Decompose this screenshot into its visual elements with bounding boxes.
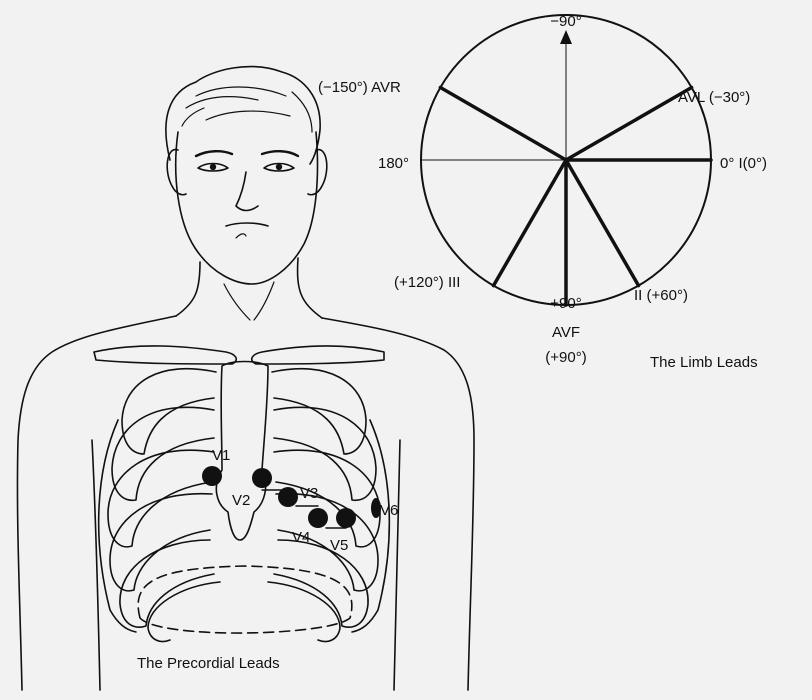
arrow-up-icon: [560, 30, 572, 44]
electrode-v4-dot: [308, 508, 328, 528]
arm-line-left: [92, 440, 100, 690]
rib-left-1: [122, 369, 216, 454]
lead-label-ii: II (+60°): [634, 287, 688, 304]
neck-right: [298, 258, 322, 318]
lead-spoke-ii: [566, 160, 639, 286]
electrode-label-v5: V5: [330, 537, 348, 554]
lead-spoke-avl: [566, 88, 692, 161]
neck-left: [176, 262, 200, 316]
limb-leads-caption: The Limb Leads: [650, 354, 758, 371]
electrode-label-v3: V3: [300, 485, 318, 502]
figure-head: [166, 67, 327, 320]
electrode-label-v6: V6: [380, 502, 398, 519]
lead-label-avf-angle: +90°: [550, 295, 581, 312]
ribcage-edge-left: [99, 420, 136, 632]
brow-left: [196, 151, 232, 156]
lead-label-avf-value: (+90°): [545, 349, 586, 366]
electrode-label-v4: V4: [292, 529, 310, 546]
precordial-electrodes: V1 V2 V3 V4 V5 V6: [202, 447, 398, 554]
arm-line-right: [394, 440, 400, 690]
pupil-right: [276, 164, 282, 170]
lead-spokes: [440, 88, 711, 306]
hair-strands: [182, 87, 312, 132]
limb-lead-wheel: −90° 180° (−150°) AVR AVL (−30°) 0° I(0°…: [318, 13, 767, 371]
precordial-caption: The Precordial Leads: [137, 655, 280, 672]
lead-label-avf-name: AVF: [552, 324, 580, 341]
angle-label-top: −90°: [550, 13, 581, 30]
nose: [236, 172, 258, 211]
electrode-v5-dot: [336, 508, 356, 528]
electrode-label-v1: V1: [212, 447, 230, 464]
electrode-v1-dot: [202, 466, 222, 486]
electrode-label-v2: V2: [232, 492, 250, 509]
rib-left-5: [120, 540, 214, 627]
clavicle-left: [94, 346, 236, 364]
rib-right-5: [274, 540, 368, 627]
angle-label-180: 180°: [378, 155, 409, 172]
lead-label-iii: (+120°) III: [394, 274, 460, 291]
clavicle-right: [252, 346, 384, 364]
neck-muscle: [224, 282, 274, 320]
brow-right: [262, 151, 298, 156]
ribcage-edge-right: [352, 420, 389, 632]
chin-mark: [236, 234, 246, 238]
lead-label-avl: AVL (−30°): [678, 89, 750, 106]
rib-right-6: [268, 582, 340, 642]
lead-spoke-avr: [440, 88, 566, 161]
electrode-v2-dot: [252, 468, 272, 488]
lead-spoke-iii: [494, 160, 567, 286]
rib-right-1: [272, 369, 366, 454]
hair: [166, 67, 320, 164]
pupil-left: [210, 164, 216, 170]
lead-label-i: 0° I(0°): [720, 155, 767, 172]
mouth: [226, 223, 268, 226]
lead-label-avr: (−150°) AVR: [318, 79, 401, 96]
